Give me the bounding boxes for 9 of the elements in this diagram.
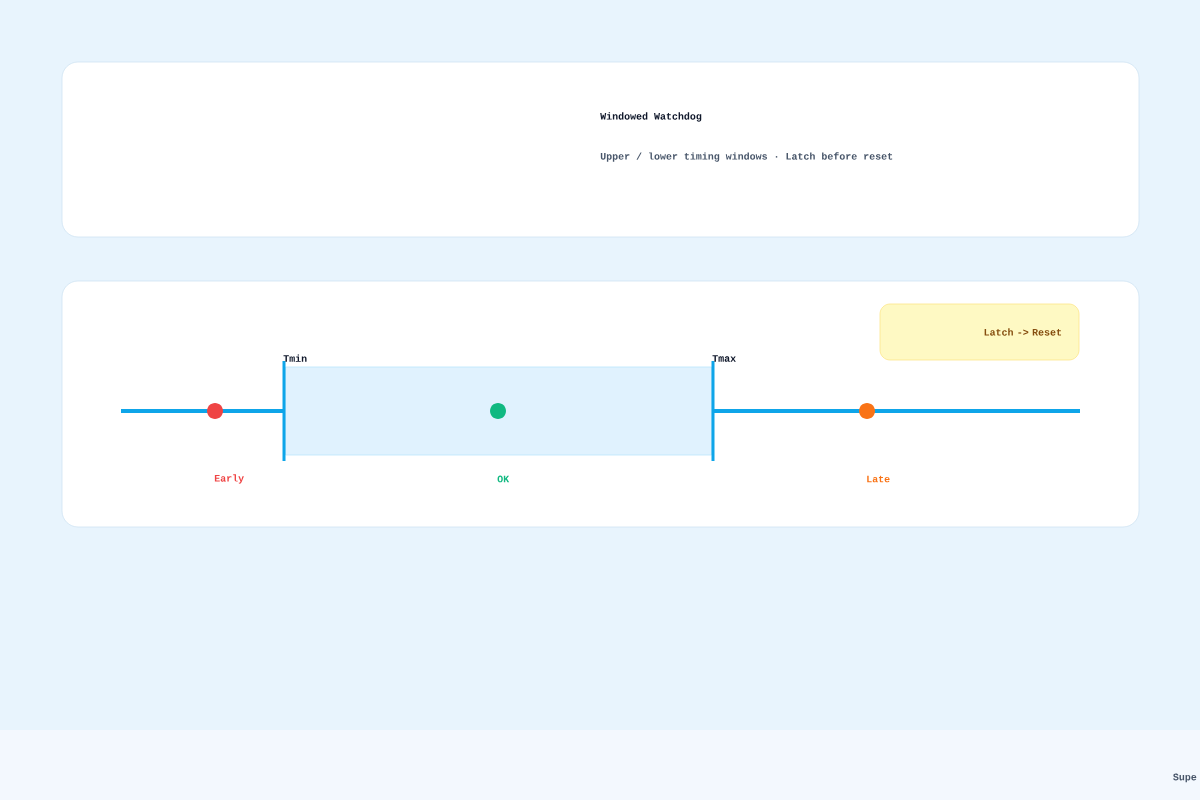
marker-label: Tmin bbox=[283, 354, 307, 362]
status-label: OK bbox=[497, 475, 510, 483]
title: Windowed Watchdog bbox=[600, 112, 702, 122]
footer-text: Supe bbox=[1173, 773, 1197, 783]
marker-label: Tmax bbox=[712, 355, 736, 362]
subtitle: Upper / lower timing windows · Latch before reset bbox=[600, 152, 893, 162]
status-label: Early bbox=[214, 474, 244, 484]
status-label: Late bbox=[867, 475, 890, 483]
note-box: Latch -> Reset bbox=[879, 303, 1080, 361]
